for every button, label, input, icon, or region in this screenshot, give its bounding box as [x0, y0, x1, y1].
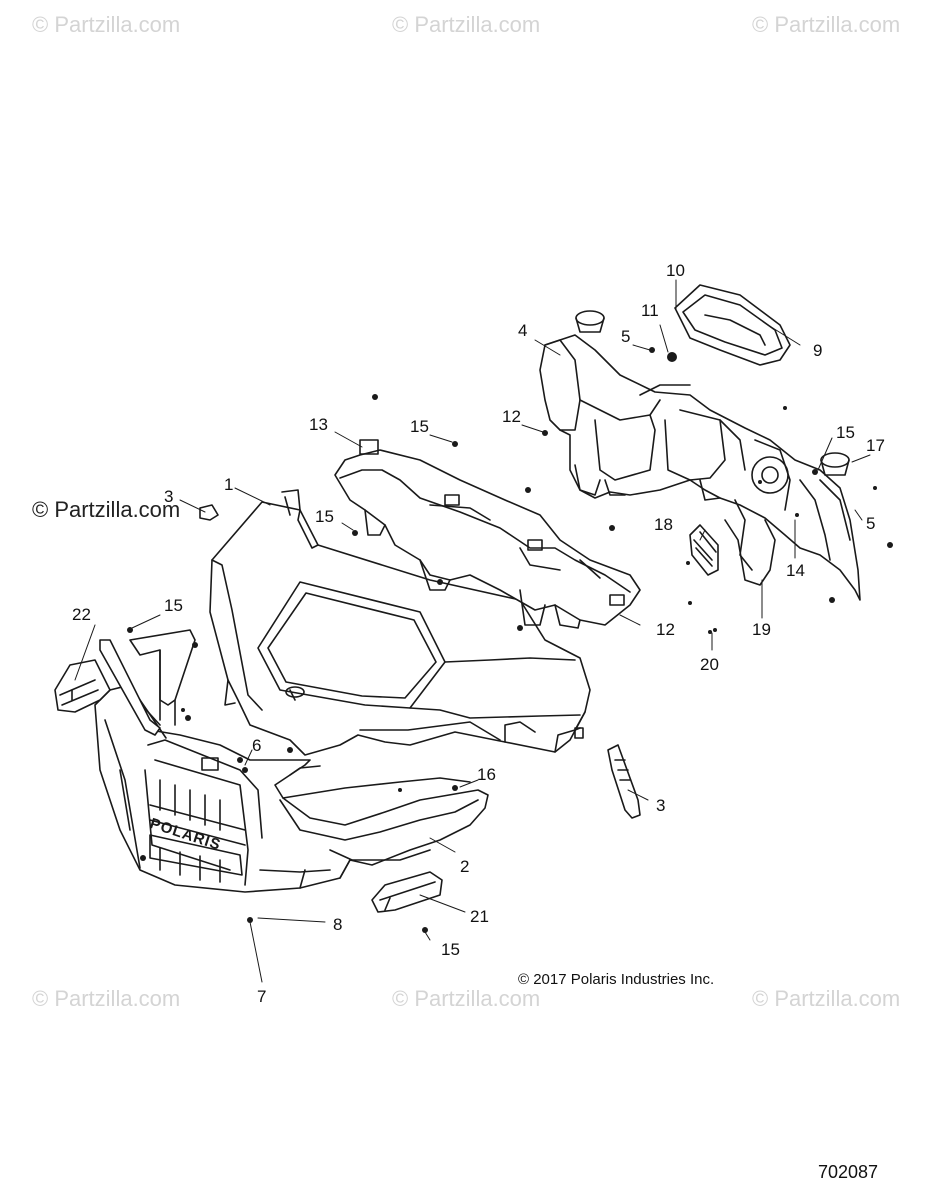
callout-20: 20 — [700, 655, 719, 674]
hood-part — [209, 489, 591, 756]
callout-3: 3 — [656, 796, 666, 815]
callout-15: 15 — [315, 507, 334, 526]
watermark: © Partzilla.com — [392, 986, 541, 1011]
callout-3: 3 — [164, 487, 174, 506]
callout-12: 12 — [656, 620, 675, 639]
callout-5: 5 — [621, 327, 631, 346]
side-watermark: © Partzilla.com — [32, 497, 181, 522]
callout-15: 15 — [410, 417, 429, 436]
callout-11: 11 — [641, 301, 659, 320]
callout-13: 13 — [309, 415, 328, 434]
dash-assembly-part — [539, 284, 861, 601]
callout-6: 6 — [252, 736, 262, 755]
bracket-21-part — [371, 871, 443, 913]
crossbrace-part — [334, 439, 641, 629]
callout-22: 22 — [72, 605, 91, 624]
callout-4: 4 — [518, 321, 528, 340]
callout-2: 2 — [460, 857, 470, 876]
callout-8: 8 — [333, 915, 343, 934]
latch-part — [607, 744, 641, 819]
callout-16: 16 — [477, 765, 496, 784]
copyright-notice: © 2017 Polaris Industries Inc. — [518, 971, 715, 988]
callout-5: 5 — [866, 514, 876, 533]
callout-15: 15 — [164, 596, 183, 615]
callout-18: 18 — [654, 515, 673, 534]
watermark: © Partzilla.com — [32, 12, 181, 37]
callout-14: 14 — [786, 561, 805, 580]
watermark: © Partzilla.com — [752, 12, 901, 37]
watermark: © Partzilla.com — [32, 986, 181, 1011]
watermark: © Partzilla.com — [392, 12, 541, 37]
callout-15: 15 — [836, 423, 855, 442]
callout-21: 21 — [470, 907, 489, 926]
callout-10: 10 — [666, 261, 685, 280]
callout-9: 9 — [813, 341, 823, 360]
bracket-22-part — [54, 659, 111, 713]
latch-left-part — [199, 504, 219, 521]
fasteners — [127, 347, 893, 933]
callout-15: 15 — [441, 940, 460, 959]
callout-12: 12 — [502, 407, 521, 426]
callout-7: 7 — [257, 987, 267, 1006]
callout-1: 1 — [224, 475, 234, 494]
leader-lines — [74, 279, 871, 983]
callout-17: 17 — [866, 436, 885, 455]
callout-19: 19 — [752, 620, 771, 639]
diagram-number: 702087 — [818, 1162, 879, 1182]
front-bumper-part — [94, 629, 489, 893]
watermark: © Partzilla.com — [752, 986, 901, 1011]
